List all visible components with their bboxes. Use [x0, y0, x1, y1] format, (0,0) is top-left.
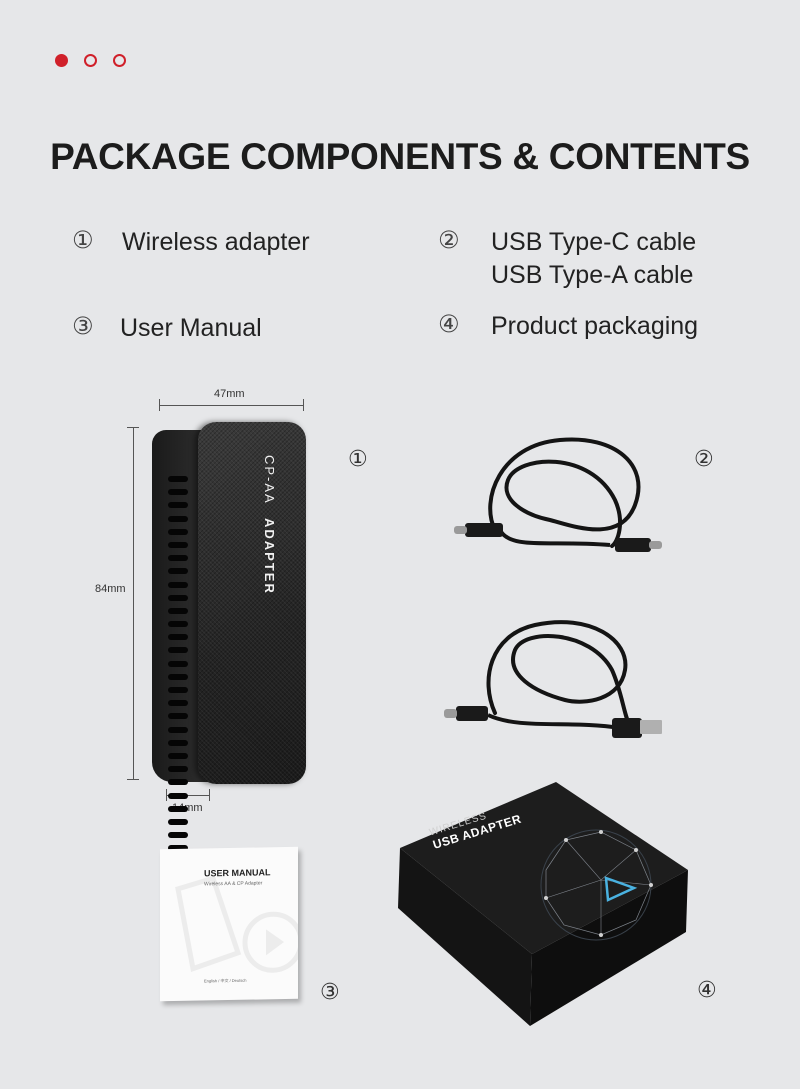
- product-box-image: [398, 782, 688, 1026]
- item-number: ①: [72, 226, 94, 254]
- component-item-3: ③ User Manual: [72, 312, 262, 345]
- dimension-tick: [127, 779, 139, 780]
- component-item-2: ② USB Type-C cable USB Type-A cable: [438, 226, 696, 292]
- item-label: User Manual: [120, 314, 262, 342]
- adapter-vents: [168, 476, 188, 911]
- item-number: ③: [72, 312, 94, 340]
- photo-marker-4: ④: [697, 978, 717, 1003]
- photo-marker-2: ②: [694, 447, 714, 472]
- item-label: Product packaging: [491, 312, 699, 340]
- manual-footer: English / 中文 / Deutsch: [204, 977, 247, 984]
- component-item-4: ④ Product packaging: [438, 310, 698, 343]
- height-dimension-label: 84mm: [95, 583, 126, 595]
- adapter-brand-line1: CP-AA: [262, 455, 277, 505]
- item-number: ②: [438, 226, 460, 254]
- dimension-tick: [166, 789, 167, 801]
- width-dimension-line: [159, 405, 304, 406]
- dimension-tick: [303, 399, 304, 411]
- width-dimension-label: 47mm: [214, 388, 245, 400]
- carousel-dots: [55, 54, 126, 67]
- manual-subtitle: Wireless AA & CP Adapter: [204, 880, 263, 888]
- item-label: USB Type-A cable: [491, 261, 694, 289]
- photo-marker-1: ①: [348, 447, 368, 472]
- item-number: ④: [438, 310, 460, 338]
- depth-dimension-line: [166, 795, 210, 796]
- photo-marker-3: ③: [320, 980, 340, 1005]
- carousel-dot[interactable]: [84, 54, 97, 67]
- item-label: Wireless adapter: [122, 228, 310, 256]
- carousel-dot-active[interactable]: [55, 54, 68, 67]
- dimension-tick: [159, 399, 160, 411]
- adapter-face-image: [198, 422, 306, 784]
- manual-title: USER MANUAL: [204, 867, 271, 879]
- dimension-tick: [209, 789, 210, 801]
- usb-a-cable-image: [444, 620, 662, 738]
- adapter-brand-line2: ADAPTER: [262, 518, 277, 596]
- height-dimension-line: [133, 427, 134, 780]
- component-item-1: ① Wireless adapter: [72, 226, 310, 259]
- adapter-brand-text: CP-AA ADAPTER: [262, 455, 277, 595]
- page-title: PACKAGE COMPONENTS & CONTENTS: [50, 136, 750, 177]
- usb-c-cable-image: [454, 437, 662, 552]
- carousel-dot[interactable]: [113, 54, 126, 67]
- item-label: USB Type-C cable: [491, 228, 697, 256]
- dimension-tick: [127, 427, 139, 428]
- user-manual-image: USER MANUAL Wireless AA & CP Adapter Eng…: [160, 846, 298, 1002]
- cables-image: [444, 437, 662, 738]
